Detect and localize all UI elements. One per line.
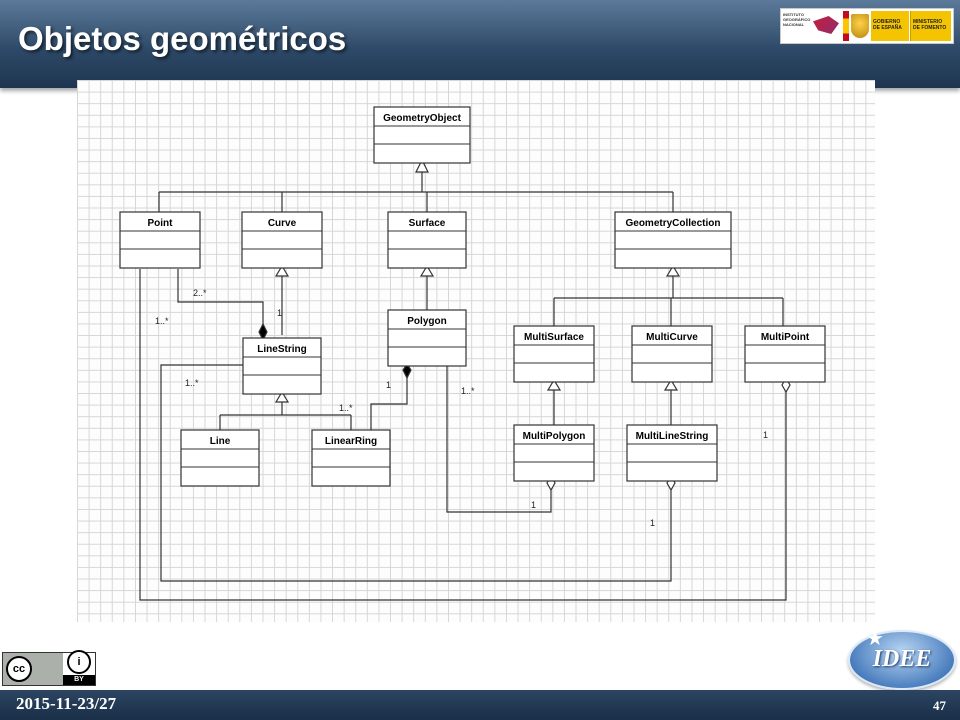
page-number: 47 bbox=[933, 698, 946, 713]
class-name-linear-ring: LinearRing bbox=[325, 436, 377, 447]
class-curve: Curve bbox=[241, 211, 323, 269]
class-name-multi-line-string: MultiLineString bbox=[636, 431, 709, 442]
cc-by-label: BY bbox=[63, 675, 95, 685]
spain-flag-icon bbox=[843, 11, 849, 41]
class-multi-polygon: MultiPolygon bbox=[513, 424, 595, 482]
class-name-line-string: LineString bbox=[257, 344, 306, 355]
class-name-surface: Surface bbox=[409, 218, 446, 229]
ign-logo-text: INSTITUTO GEOGRÁFICO NACIONAL bbox=[783, 12, 811, 27]
class-multi-point: MultiPoint bbox=[744, 325, 826, 383]
class-polygon: Polygon bbox=[387, 309, 467, 367]
attribution-icon: i bbox=[67, 650, 91, 674]
idee-label: IDEE bbox=[872, 646, 932, 672]
class-name-polygon: Polygon bbox=[407, 316, 446, 327]
mult-linestring-self: 1 bbox=[277, 308, 282, 318]
ign-logo: INSTITUTO GEOGRÁFICO NACIONAL bbox=[783, 12, 839, 40]
class-multi-curve: MultiCurve bbox=[631, 325, 713, 383]
class-line-string: LineString bbox=[242, 337, 322, 395]
class-surface: Surface bbox=[387, 211, 467, 269]
uml-diagram: GeometryObject Point Curve Surface Geome… bbox=[77, 80, 875, 622]
mult-point-multipoint: 1..* bbox=[155, 316, 169, 326]
gobierno-label: GOBIERNO DE ESPAÑA bbox=[871, 11, 909, 41]
class-name-geometry-collection: GeometryCollection bbox=[625, 218, 720, 229]
cc-badge-left: cc bbox=[3, 653, 63, 685]
mult-linearring-polygon-one: 1 bbox=[386, 380, 391, 390]
uml-svg: GeometryObject Point Curve Surface Geome… bbox=[119, 106, 826, 601]
institution-logos: INSTITUTO GEOGRÁFICO NACIONAL GOBIERNO D… bbox=[780, 8, 954, 44]
multiplicity-labels: 2..* 1 1..* 1..* 1..* 1 1..* 1 1 1 bbox=[155, 288, 768, 528]
class-name-multi-point: MultiPoint bbox=[761, 332, 810, 343]
class-linear-ring: LinearRing bbox=[311, 429, 391, 487]
ministerio-label: MINISTERIO DE FOMENTO bbox=[910, 11, 951, 41]
class-name-point: Point bbox=[148, 218, 174, 229]
footer-bar: 2015-11-23/27 47 bbox=[0, 690, 960, 720]
star-icon: ★ bbox=[866, 628, 884, 650]
creative-commons-badge[interactable]: cc i BY bbox=[2, 650, 96, 686]
slide-title: Objetos geométricos bbox=[18, 20, 347, 57]
class-name-multi-curve: MultiCurve bbox=[646, 332, 698, 343]
class-point: Point bbox=[119, 211, 201, 269]
ign-mark-icon bbox=[813, 16, 839, 34]
connectors bbox=[139, 172, 787, 601]
class-multi-surface: MultiSurface bbox=[513, 325, 595, 383]
class-line: Line bbox=[180, 429, 260, 487]
idee-logo[interactable]: ★ IDEE bbox=[848, 628, 956, 690]
title-bar: Objetos geométricos INSTITUTO GEOGRÁFICO… bbox=[0, 0, 960, 88]
mult-multilinestring-one: 1 bbox=[650, 518, 655, 528]
ministerio-logo: GOBIERNO DE ESPAÑA MINISTERIO DE FOMENTO bbox=[843, 11, 951, 41]
mult-linearring-polygon-many: 1..* bbox=[339, 403, 353, 413]
generalization-arrows bbox=[274, 158, 681, 403]
mult-polygon-multipolygon: 1..* bbox=[461, 386, 475, 396]
class-name-geometry-object: GeometryObject bbox=[383, 113, 461, 124]
mult-linestring-multicurve: 1..* bbox=[185, 378, 199, 388]
class-name-curve: Curve bbox=[268, 218, 297, 229]
class-name-multi-polygon: MultiPolygon bbox=[523, 431, 586, 442]
cc-icon: cc bbox=[6, 656, 32, 682]
class-geometry-collection: GeometryCollection bbox=[614, 211, 732, 269]
mult-point-linestring: 2..* bbox=[193, 288, 207, 298]
mult-multipolygon-one: 1 bbox=[531, 500, 536, 510]
class-name-multi-surface: MultiSurface bbox=[524, 332, 584, 343]
mult-multipoint-one: 1 bbox=[763, 430, 768, 440]
coat-of-arms-icon bbox=[851, 14, 869, 38]
class-multi-line-string: MultiLineString bbox=[626, 424, 718, 482]
class-name-line: Line bbox=[210, 436, 231, 447]
footer-date: 2015-11-23/27 bbox=[16, 694, 117, 713]
class-geometry-object: GeometryObject bbox=[373, 106, 471, 164]
